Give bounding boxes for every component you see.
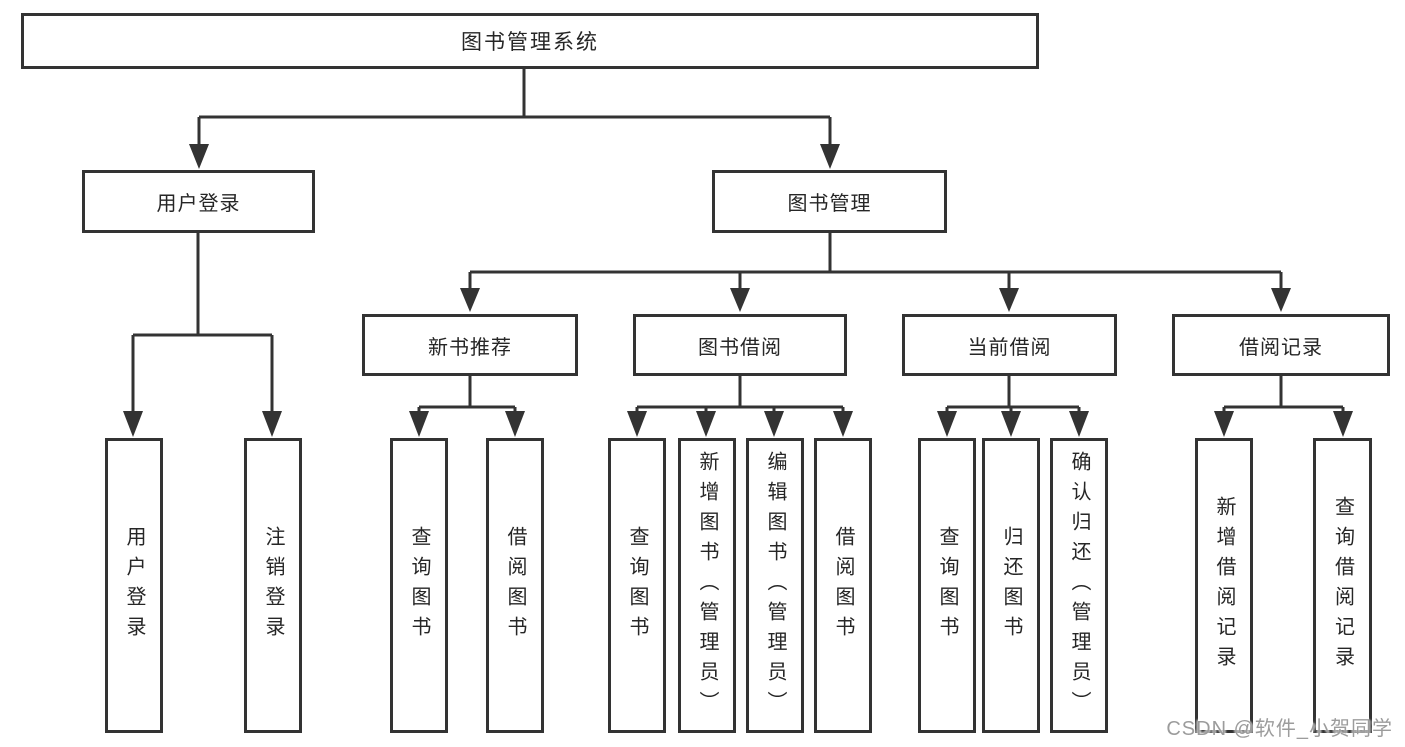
connector-user-login-to-leaves — [131, 233, 274, 412]
node-new-book-recommend-label: 新书推荐 — [428, 336, 512, 359]
csdn-watermark: CSDN @软件_小贺同学 — [1166, 718, 1393, 740]
node-current-borrowing: 当前借阅 — [902, 314, 1117, 376]
leaf-query-book-borrowing: 查询图书 — [608, 438, 666, 733]
node-book-management-label: 图书管理 — [787, 193, 872, 215]
leaf-confirm-return-admin: 确认归还（管理员） — [1050, 438, 1108, 733]
leaf-add-borrow-record: 新增借阅记录 — [1195, 438, 1253, 733]
node-new-book-recommend: 新书推荐 — [362, 314, 578, 376]
arrowheads — [123, 144, 1353, 437]
connector-current-borrow-to-leaves — [945, 376, 1081, 412]
node-book-management: 图书管理 — [712, 170, 947, 233]
node-borrowing-records: 借阅记录 — [1172, 314, 1390, 376]
connector-new-book-to-leaves — [417, 376, 517, 412]
node-root-library-management-system: 图书管理系统 — [21, 13, 1039, 69]
connector-root-to-level2 — [197, 68, 832, 145]
connector-book-mgmt-to-level3 — [468, 233, 1283, 289]
leaf-query-borrow-record: 查询借阅记录 — [1313, 438, 1372, 733]
node-user-login: 用户登录 — [82, 170, 315, 233]
node-borrowing-records-label: 借阅记录 — [1239, 336, 1323, 359]
leaf-query-book-new-recommend: 查询图书 — [390, 438, 448, 733]
leaf-user-login: 用户登录 — [105, 438, 163, 733]
leaf-logout: 注销登录 — [244, 438, 302, 733]
node-book-borrowing: 图书借阅 — [633, 314, 847, 376]
connector-book-borrow-to-leaves — [635, 376, 845, 412]
connector-borrow-records-to-leaves — [1222, 376, 1345, 412]
node-book-borrowing-label: 图书借阅 — [698, 336, 782, 359]
leaf-borrow-book-new-recommend: 借阅图书 — [486, 438, 544, 733]
node-root-label: 图书管理系统 — [461, 31, 599, 54]
leaf-add-book-admin: 新增图书（管理员） — [678, 438, 736, 733]
node-current-borrowing-label: 当前借阅 — [967, 336, 1052, 359]
node-user-login-label: 用户登录 — [156, 193, 241, 215]
leaf-query-book-current: 查询图书 — [918, 438, 976, 733]
leaf-return-book: 归还图书 — [982, 438, 1040, 733]
leaf-edit-book-admin: 编辑图书（管理员） — [746, 438, 804, 733]
leaf-borrow-book-borrowing: 借阅图书 — [814, 438, 872, 733]
